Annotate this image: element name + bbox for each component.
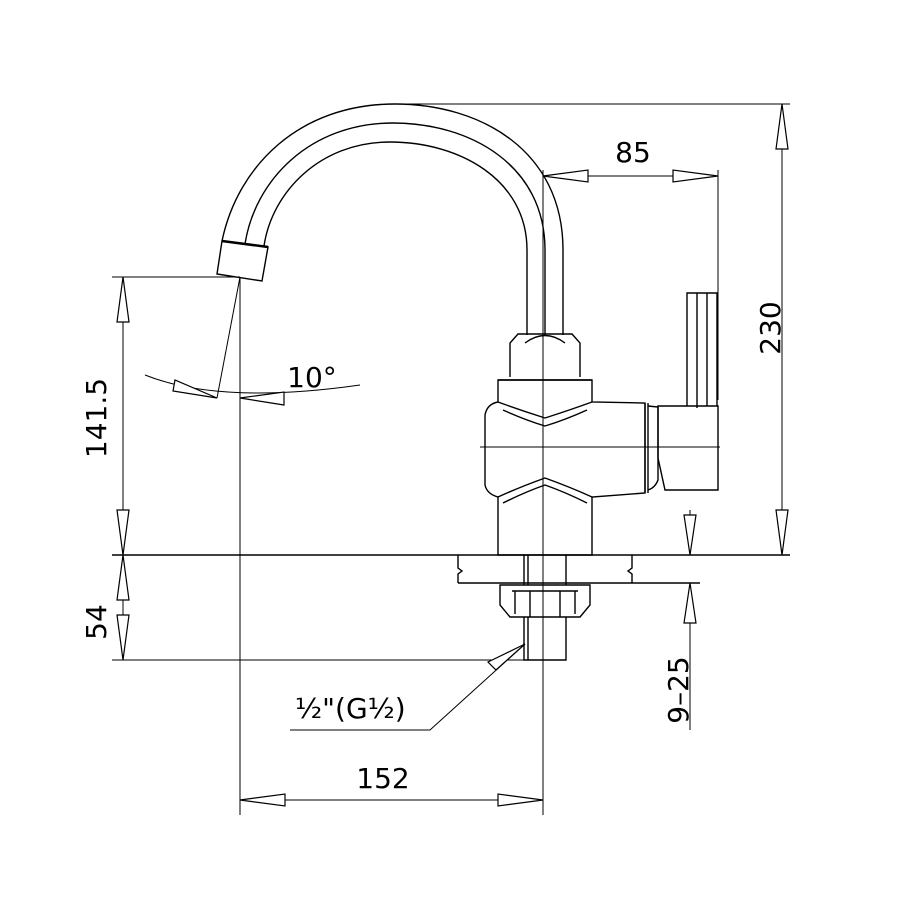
dim-85-label: 85 [615, 136, 651, 169]
dimension-54 [112, 554, 524, 661]
dimension-9-25 [683, 510, 697, 730]
valve-body [480, 379, 720, 556]
dim-9-25-label: 9–25 [662, 656, 695, 723]
dimension-152 [239, 277, 544, 815]
swivel-nut [498, 333, 592, 381]
dim-230-label: 230 [754, 301, 787, 354]
dim-152-label: 152 [356, 762, 409, 795]
angle-10-degrees [144, 276, 361, 406]
dim-141-5-label: 141.5 [80, 378, 113, 458]
dimension-85 [542, 169, 719, 400]
angle-label: 10° [287, 361, 337, 394]
spout [216, 103, 564, 335]
dim-54-label: 54 [80, 604, 113, 640]
connection-leader [290, 643, 526, 731]
mounting-shank [499, 555, 591, 661]
dimension-141-5 [112, 276, 240, 556]
connection-label: ½"(G½) [295, 692, 406, 725]
countertop [112, 554, 790, 584]
lever-handle [657, 292, 719, 491]
dimension-230 [395, 103, 790, 556]
